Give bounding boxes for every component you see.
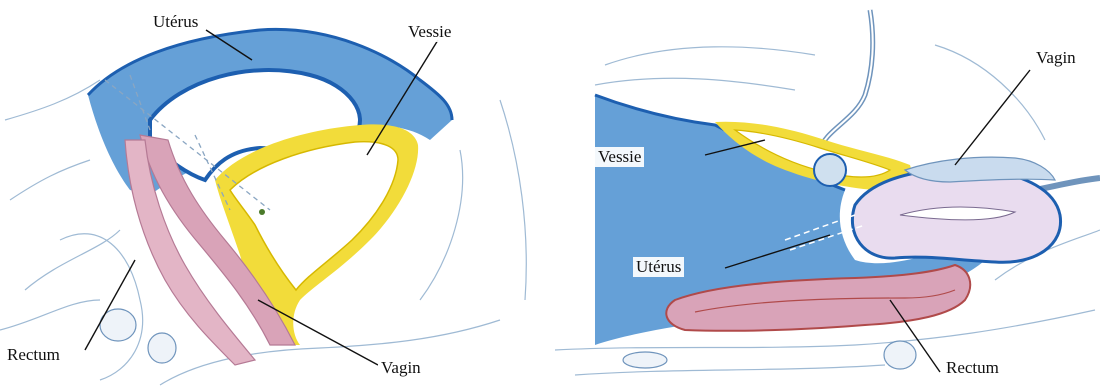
right-anatomy-illustration (555, 0, 1100, 387)
left-diagram-panel: Utérus Vessie Rectum Vagin (0, 0, 540, 387)
right-label-rectum: Rectum (943, 358, 1002, 378)
right-label-uterus: Utérus (633, 257, 684, 277)
left-label-vagin: Vagin (378, 358, 424, 378)
left-bone-shapes (100, 309, 176, 363)
left-label-vessie: Vessie (405, 22, 454, 42)
left-label-rectum: Rectum (4, 345, 63, 365)
right-bone-shapes (623, 341, 916, 369)
right-label-vessie: Vessie (595, 147, 644, 167)
right-diagram-panel: Vagin Vessie Utérus Rectum (555, 0, 1100, 387)
right-label-vagin: Vagin (1033, 48, 1079, 68)
left-marker-dot (259, 209, 265, 215)
right-vagina-shape (905, 157, 1055, 182)
right-instrument-tube (820, 10, 873, 150)
right-bladder-balloon (814, 154, 846, 186)
left-label-uterus: Utérus (150, 12, 201, 32)
right-instrument-tube-core (820, 10, 873, 150)
left-anatomy-illustration (0, 0, 540, 387)
